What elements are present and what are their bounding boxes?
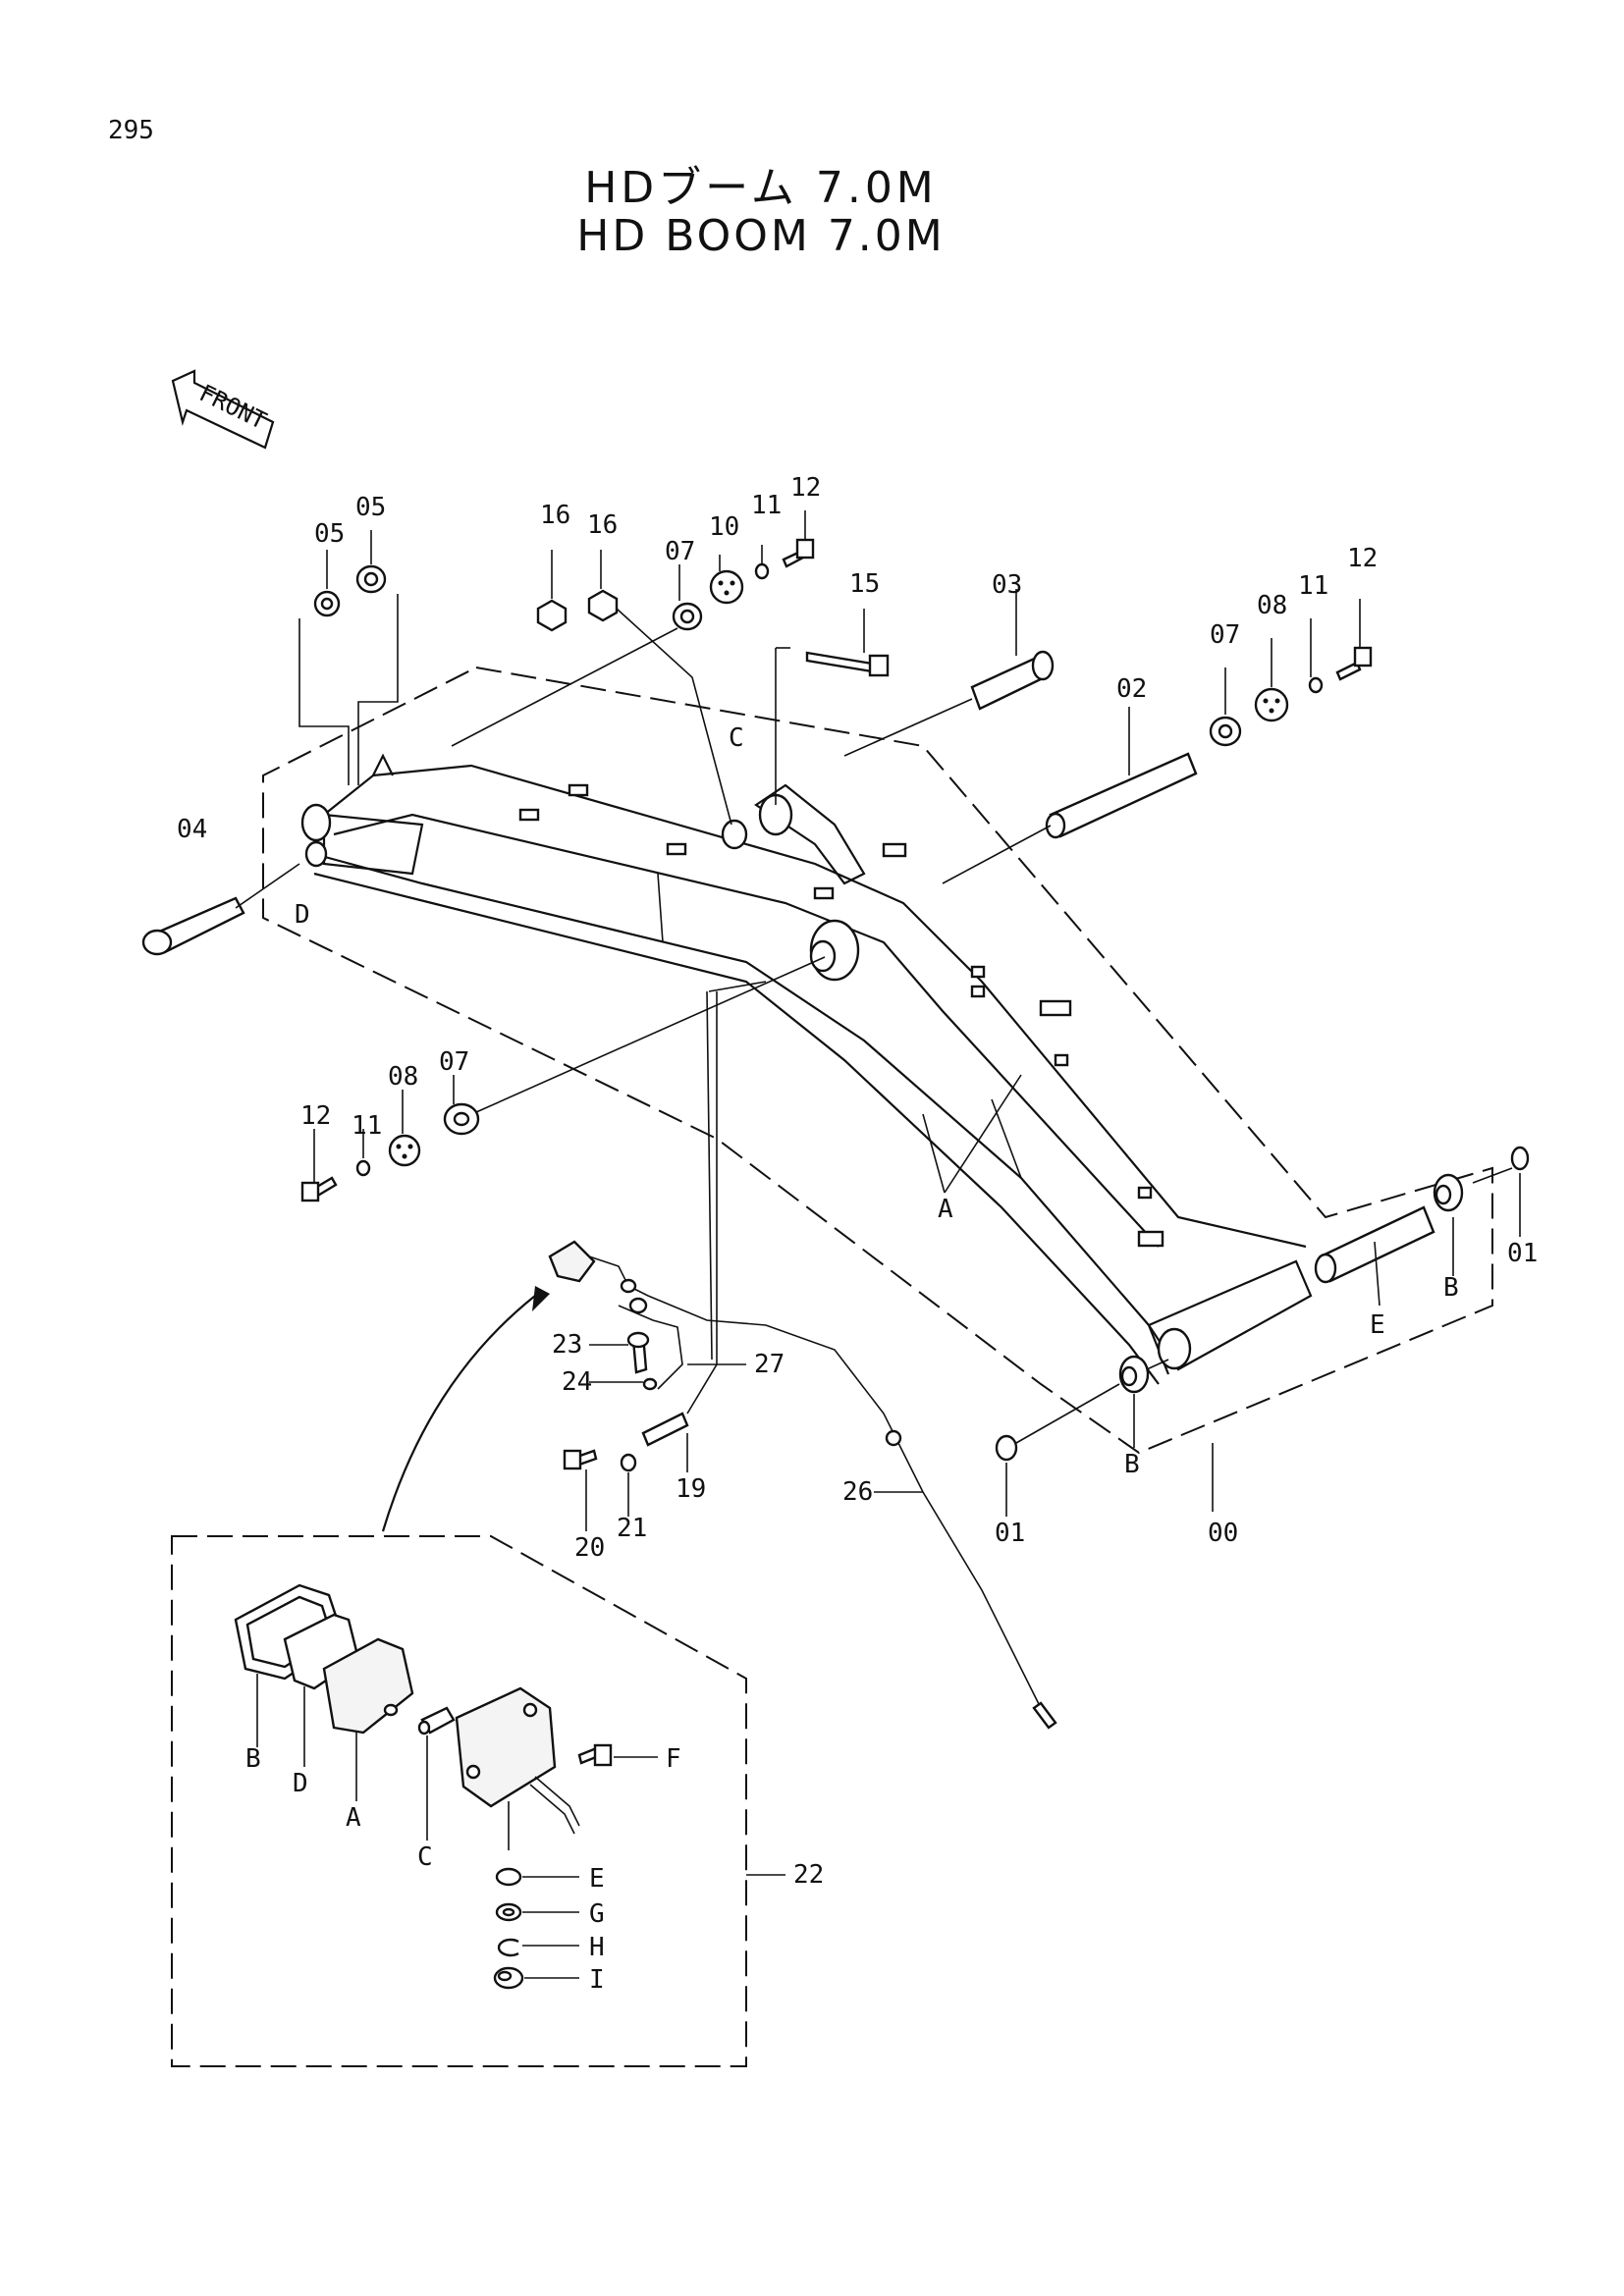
lamp-label-d: D	[293, 1769, 308, 1798]
label-01-left: 01	[995, 1519, 1025, 1548]
lamp-label-g: G	[589, 1899, 605, 1929]
label-08-right: 08	[1257, 591, 1287, 620]
title-english: HD BOOM 7.0M	[576, 211, 946, 261]
label-11-lower: 11	[352, 1111, 382, 1141]
label-12-top: 12	[790, 473, 821, 503]
label-19: 19	[676, 1474, 706, 1504]
foot-pin-e	[1314, 1205, 1435, 1307]
bushing-b-left	[1118, 1355, 1169, 1448]
label-21: 21	[617, 1514, 647, 1543]
label-26: 26	[842, 1477, 873, 1507]
label-ref-d: D	[295, 900, 310, 930]
label-ref-e: E	[1370, 1310, 1385, 1340]
label-08-lower: 08	[388, 1062, 418, 1092]
lamp-label-b: B	[245, 1744, 261, 1774]
label-04: 04	[177, 815, 207, 844]
label-ref-b-right: B	[1443, 1273, 1459, 1303]
washers-05	[298, 530, 399, 785]
lamp-label-a: A	[346, 1803, 361, 1833]
label-12-right: 12	[1347, 544, 1378, 573]
label-27: 27	[754, 1350, 785, 1379]
label-ref-c: C	[729, 723, 744, 753]
snap-ring-01-left	[995, 1383, 1120, 1517]
lamp-detail-boundary	[171, 1535, 747, 2067]
label-16-left: 16	[540, 501, 570, 530]
label-01-right: 01	[1507, 1239, 1538, 1268]
front-arrow-label: FRONT	[195, 379, 271, 435]
label-11-right: 11	[1298, 571, 1328, 601]
pin-04	[141, 863, 300, 956]
pin-02	[942, 707, 1198, 884]
label-07-lower: 07	[439, 1047, 469, 1077]
label-16-right: 16	[587, 510, 618, 540]
label-05-right: 05	[355, 493, 386, 522]
bolt-15	[775, 609, 890, 805]
label-24: 24	[562, 1367, 592, 1397]
front-arrow-icon: FRONT	[171, 369, 275, 450]
top-hardware	[451, 510, 815, 826]
lamp-exploded-view	[234, 1583, 658, 1990]
lower-left-hardware	[300, 956, 826, 1202]
lamp-label-h: H	[589, 1933, 605, 1962]
label-15: 15	[849, 569, 880, 599]
work-lamp-assembly	[381, 981, 1057, 1730]
lamp-label-e: E	[589, 1864, 605, 1894]
label-02: 02	[1116, 674, 1147, 704]
label-20: 20	[574, 1533, 605, 1563]
bushing-b-right	[1433, 1173, 1464, 1276]
label-03: 03	[992, 570, 1022, 600]
label-ref-b-left: B	[1124, 1450, 1140, 1479]
label-07-top: 07	[665, 537, 695, 566]
label-23: 23	[552, 1330, 582, 1360]
label-07-right: 07	[1210, 620, 1240, 650]
lamp-label-c: C	[417, 1842, 433, 1872]
snap-ring-01-right	[1472, 1146, 1530, 1237]
pin-03	[843, 589, 1055, 757]
label-11-top: 11	[751, 491, 782, 520]
label-10: 10	[709, 512, 739, 542]
right-hardware	[1209, 599, 1373, 747]
label-05-left: 05	[314, 519, 345, 549]
label-00: 00	[1208, 1519, 1238, 1548]
boom-assembly-boundary	[262, 666, 1493, 1455]
lamp-label-i: I	[589, 1965, 605, 1995]
label-22: 22	[793, 1860, 824, 1890]
page-number: 295	[108, 116, 154, 145]
boom-body	[300, 753, 1313, 1385]
label-ref-a: A	[938, 1195, 953, 1224]
title-japanese: HDブーム 7.0M	[584, 163, 938, 213]
lamp-label-f: F	[666, 1744, 681, 1774]
label-12-lower: 12	[300, 1101, 331, 1131]
